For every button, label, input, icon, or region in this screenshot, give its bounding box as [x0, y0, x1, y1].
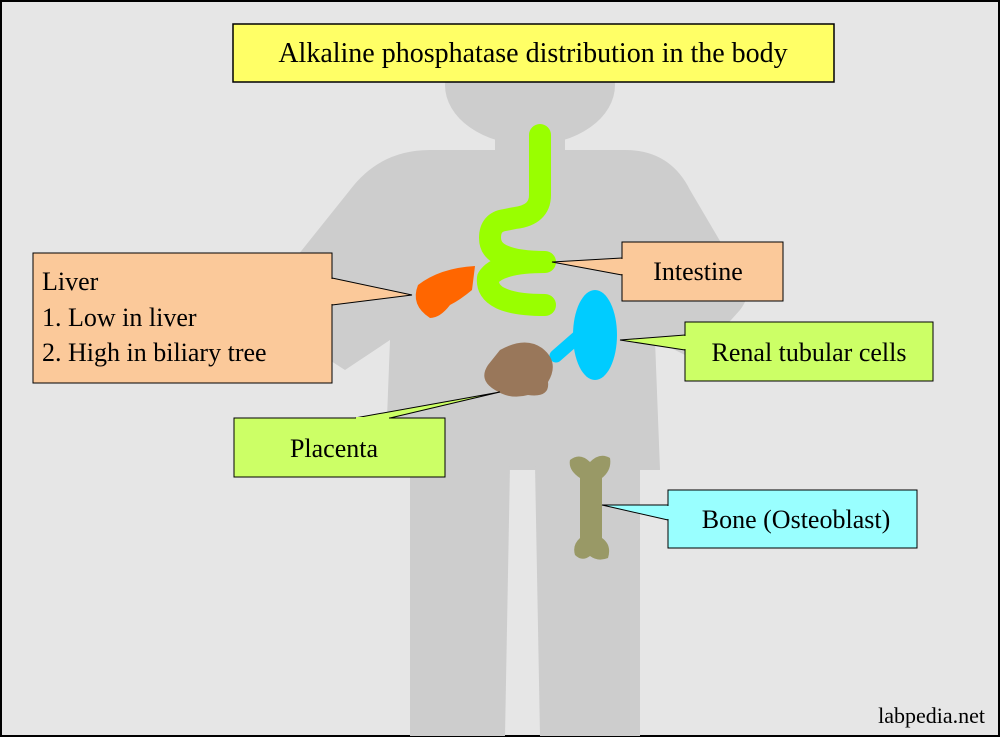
intestine-label-text: Intestine: [653, 257, 743, 286]
liver-label-heading: Liver: [42, 267, 99, 296]
ureter-organ: [549, 328, 587, 363]
renal-callout-pointer: [619, 334, 686, 351]
intestine-organ: [476, 124, 556, 316]
renal-label-box: [684, 321, 934, 382]
liver-organ: [415, 266, 475, 318]
placenta-organ: [484, 342, 553, 397]
bone-label-text: Bone (Osteoblast): [702, 505, 890, 534]
liver-label-line2: 2. High in biliary tree: [42, 338, 267, 367]
title-box: [232, 23, 835, 83]
intestine-callout-pointer: [551, 257, 623, 276]
intestine-label-box: [621, 241, 784, 302]
placenta-label-box: [233, 417, 446, 478]
liver-label-line1: 1. Low in liver: [42, 303, 197, 332]
title-text: Alkaline phosphatase distribution in the…: [278, 38, 787, 69]
placenta-label-text: Placenta: [290, 434, 379, 463]
placenta-callout-pointer: [354, 391, 501, 419]
liver-label-box: [32, 252, 333, 384]
silhouette-right-leg: [535, 465, 640, 736]
silhouette-left-leg: [410, 465, 510, 736]
watermark-text: labpedia.net: [878, 703, 985, 728]
renal-label-text: Renal tubular cells: [712, 338, 907, 367]
liver-callout-pointer: [331, 277, 413, 306]
bone-organ: [569, 455, 611, 560]
bone-label-box: [667, 489, 918, 549]
kidney-organ: [573, 290, 617, 380]
bone-callout-pointer: [601, 504, 669, 521]
